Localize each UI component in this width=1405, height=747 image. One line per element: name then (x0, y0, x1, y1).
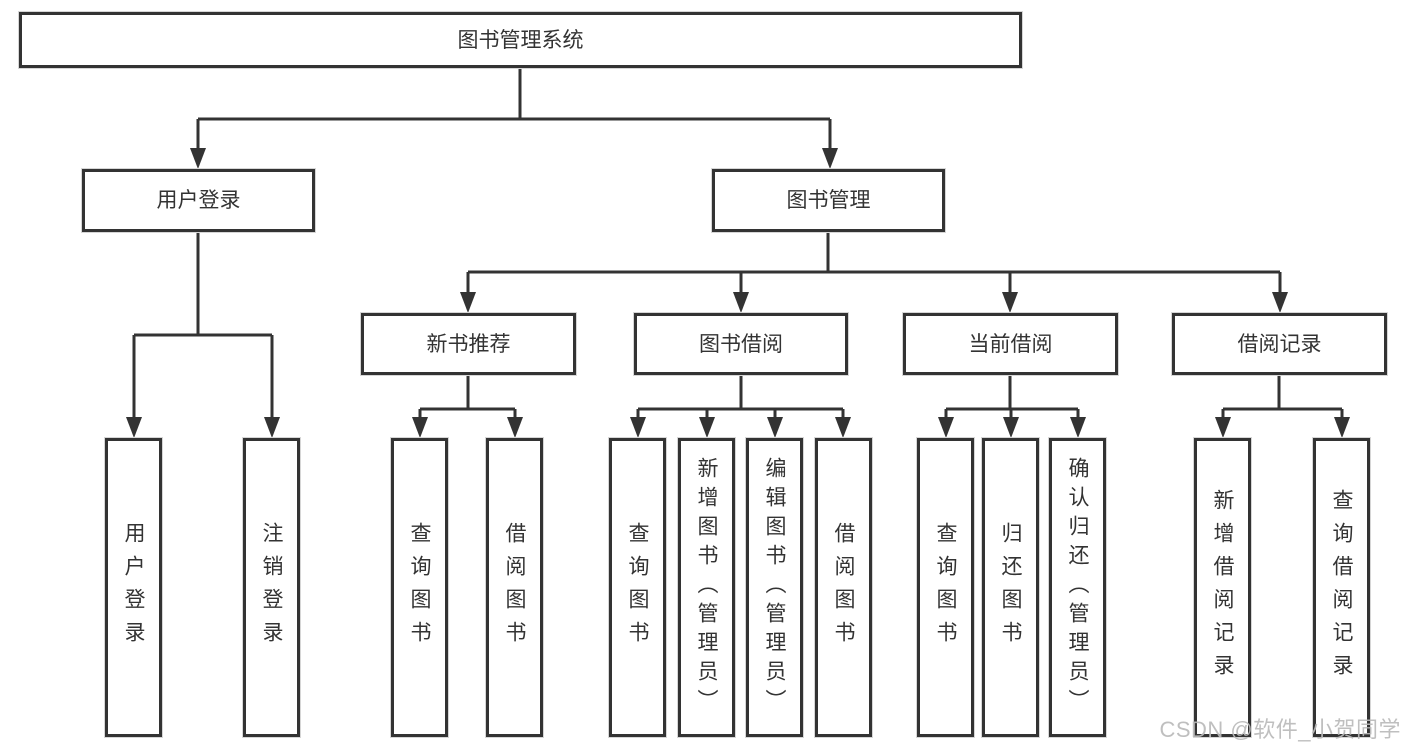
connector-book-management (466, 232, 1282, 295)
node-book-borrow: 图书借阅 (634, 313, 848, 375)
arrowhead-icon (1334, 417, 1350, 438)
arrowhead-icon (835, 417, 851, 438)
arrowhead-icon (767, 417, 783, 438)
arrowhead-icon (822, 148, 838, 169)
leaf-add-borrow-record: 新增借阅记录 (1194, 438, 1251, 737)
arrowhead-icon (507, 417, 523, 438)
arrowhead-icon (938, 417, 954, 438)
arrowhead-icon (1070, 417, 1086, 438)
arrowhead-icon (126, 417, 142, 438)
leaf-query-books-1: 查询图书 (391, 438, 448, 737)
arrowhead-icon (1002, 292, 1018, 313)
leaf-query-books-2: 查询图书 (609, 438, 666, 737)
node-root: 图书管理系统 (19, 12, 1022, 68)
arrowhead-icon (460, 292, 476, 313)
leaf-add-borrow-record-label: 新增借阅记录 (1211, 488, 1234, 687)
node-current-borrow-label: 当前借阅 (968, 332, 1053, 356)
leaf-logout-label: 注销登录 (260, 521, 283, 654)
arrowhead-icon (699, 417, 715, 438)
node-book-management: 图书管理 (712, 169, 945, 232)
leaf-query-books-1-label: 查询图书 (408, 521, 431, 654)
leaf-edit-book-admin: 编辑图书（管理员） (746, 438, 803, 737)
leaf-return-book-label: 归还图书 (999, 521, 1022, 654)
arrowhead-icon (264, 417, 280, 438)
arrowhead-icon (1215, 417, 1231, 438)
leaf-confirm-return-admin-label: 确认归还（管理员） (1066, 457, 1089, 718)
arrowhead-icon (630, 417, 646, 438)
leaf-borrow-books-1: 借阅图书 (486, 438, 543, 737)
arrowhead-icon (733, 292, 749, 313)
leaf-borrow-books-1-label: 借阅图书 (503, 521, 526, 654)
node-new-book-recommend-label: 新书推荐 (426, 332, 511, 356)
leaf-borrow-books-2-label: 借阅图书 (832, 521, 855, 654)
node-book-management-label: 图书管理 (786, 189, 871, 212)
connector-book-borrow (636, 375, 845, 420)
leaf-return-book: 归还图书 (982, 438, 1039, 737)
connector-new-book-recommend (418, 375, 517, 420)
connector-root (196, 68, 832, 151)
arrowhead-icon (1272, 292, 1288, 313)
node-new-book-recommend: 新书推荐 (361, 313, 576, 375)
leaf-user-login-label: 用户登录 (122, 521, 145, 654)
arrowhead-icon (1003, 417, 1019, 438)
leaf-confirm-return-admin: 确认归还（管理员） (1049, 438, 1106, 737)
node-borrow-record: 借阅记录 (1172, 313, 1387, 375)
leaf-query-borrow-record-label: 查询借阅记录 (1330, 488, 1353, 687)
arrowhead-icon (190, 148, 206, 169)
node-root-label: 图书管理系统 (457, 28, 584, 52)
node-user-login-label: 用户登录 (156, 189, 241, 212)
leaf-edit-book-admin-label: 编辑图书（管理员） (763, 457, 786, 718)
leaf-logout: 注销登录 (243, 438, 300, 737)
connector-current-borrow (944, 375, 1080, 420)
node-borrow-record-label: 借阅记录 (1237, 332, 1322, 356)
node-book-borrow-label: 图书借阅 (699, 332, 783, 356)
leaf-query-books-3: 查询图书 (917, 438, 974, 737)
connector-strokes (132, 68, 1344, 420)
leaf-query-books-2-label: 查询图书 (626, 521, 649, 654)
leaf-borrow-books-2: 借阅图书 (815, 438, 872, 737)
leaf-add-book-admin-label: 新增图书（管理员） (695, 457, 718, 718)
leaf-query-books-3-label: 查询图书 (934, 521, 957, 654)
leaf-query-borrow-record: 查询借阅记录 (1313, 438, 1370, 737)
leaf-user-login: 用户登录 (105, 438, 162, 737)
leaf-add-book-admin: 新增图书（管理员） (678, 438, 735, 737)
node-current-borrow: 当前借阅 (903, 313, 1118, 375)
node-user-login: 用户登录 (82, 169, 315, 232)
connector-borrow-record (1221, 375, 1344, 420)
watermark: CSDN @软件_小贺同学 (1159, 717, 1401, 742)
connector-user-login (132, 232, 274, 420)
arrowhead-icon (412, 417, 428, 438)
arrowheads (126, 148, 1350, 438)
